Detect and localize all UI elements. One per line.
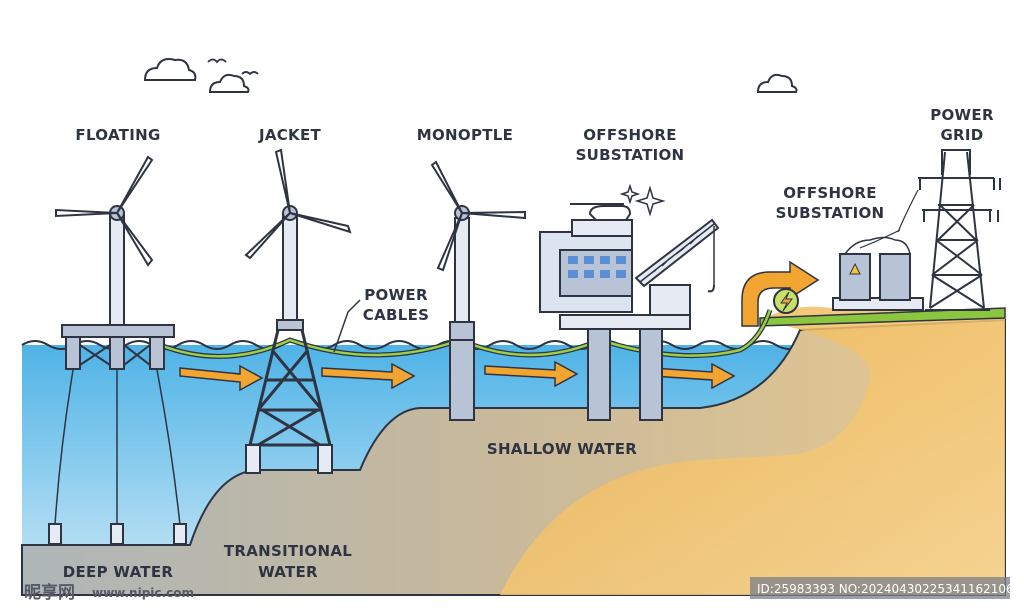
cloud-icon [143,58,798,93]
label-transitional-water-b: WATER [258,563,318,581]
pointer-line [333,299,361,353]
label-offshore-substation-1a: OFFSHORE [583,126,677,144]
flow-arrow [179,360,736,392]
watermark-site: www.nipic.com [92,586,194,600]
watermark-id-bg [750,577,1010,599]
power-grid-tower [859,149,1001,311]
bird-icon [207,58,259,76]
label-power-grid-a: POWER [930,106,994,124]
monopile-turbine [430,160,526,421]
label-offshore-substation-2a: OFFSHORE [783,184,877,202]
label-offshore-substation-2b: SUBSTATION [776,204,885,222]
label-power-grid-b: GRID [940,126,983,144]
label-jacket: JACKET [258,126,322,144]
label-floating: FLOATING [75,126,160,144]
watermark-logo: 昵享网 [24,582,75,603]
onshore-substation [832,236,924,311]
grass-strip [759,307,1006,327]
lightning-icon [773,288,799,314]
label-power-cables-a: POWER [364,286,428,304]
sparkle-icon [619,183,666,217]
label-deep-water: DEEP WATER [63,563,174,581]
watermark-id: ID:25983393 NO:20240430225341162106 [757,582,1014,596]
offshore-substation-platform [539,203,720,421]
label-transitional-water-a: TRANSITIONAL [224,542,352,560]
shore-land [500,306,1005,595]
label-power-cables-b: CABLES [363,306,429,324]
label-offshore-substation-1b: SUBSTATION [576,146,685,164]
label-shallow-water: SHALLOW WATER [487,440,637,458]
floating-turbine [48,155,187,545]
grid-arrow [741,260,820,327]
jacket-turbine [244,148,352,474]
watermark: 昵享网 www.nipic.com ID:25983393 NO:2024043… [24,577,1014,603]
label-monopile: MONOPTLE [417,126,513,144]
helicopter-icon [570,203,632,221]
